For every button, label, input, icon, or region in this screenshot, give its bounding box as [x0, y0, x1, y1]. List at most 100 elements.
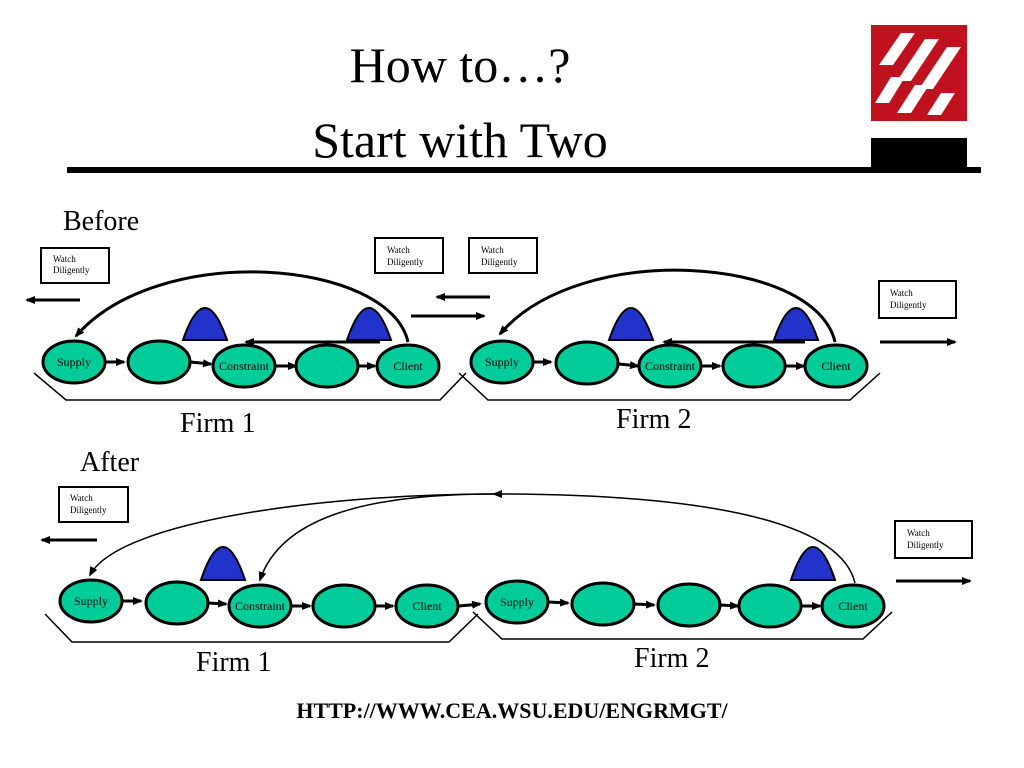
svg-text:Watch: Watch [70, 493, 93, 503]
process-node: Supply [469, 339, 535, 385]
watch-text-line-2: Diligently [53, 265, 90, 275]
after-firm1-brace [44, 613, 479, 643]
svg-text:Diligently: Diligently [481, 257, 518, 267]
process-node [311, 583, 377, 629]
process-node [294, 343, 360, 389]
after-firm1-label: Firm 1 [196, 647, 272, 678]
process-node-label: Client [412, 599, 442, 613]
before-firm2-label: Firm 2 [616, 404, 692, 435]
after-firm2-brace [472, 611, 893, 640]
process-node-label: Supply [74, 594, 108, 608]
process-node-shape [721, 343, 787, 389]
after-buffer-1 [199, 546, 247, 581]
before-firm2-brace [458, 372, 881, 401]
before-buffer-1 [181, 307, 229, 341]
process-node [554, 340, 620, 386]
svg-text:Diligently: Diligently [387, 257, 424, 267]
process-node: Constraint [637, 343, 703, 389]
after-firm2-label: Firm 2 [634, 643, 710, 674]
watch-text-line-1: Watch [53, 254, 76, 264]
process-node [721, 343, 787, 389]
before-firm1-loop [74, 270, 410, 343]
process-node-shape [41, 339, 107, 385]
footer-url: HTTP://WWW.CEA.WSU.EDU/ENGRMGT/ [296, 698, 728, 723]
after-loop-main [492, 490, 856, 584]
process-node-label: Constraint [219, 359, 270, 373]
process-node-shape [394, 583, 460, 629]
process-node [656, 582, 722, 628]
title-underline [67, 167, 981, 173]
process-node: Supply [484, 579, 550, 625]
process-node-label: Constraint [235, 599, 286, 613]
process-node-shape [469, 339, 535, 385]
process-node-shape [311, 583, 377, 629]
process-node-shape [227, 583, 293, 629]
svg-text:Watch: Watch [907, 528, 930, 538]
process-node-shape [484, 579, 550, 625]
process-node-shape [820, 583, 886, 629]
process-node: Client [803, 343, 869, 389]
after-watch-box-1: Watch Diligently [58, 486, 129, 523]
before-buffer-2 [345, 307, 393, 341]
process-node-label: Client [838, 599, 868, 613]
process-node-label: Client [821, 359, 851, 373]
before-buffer-4 [772, 307, 820, 341]
svg-text:Watch: Watch [481, 245, 504, 255]
svg-text:Watch: Watch [387, 245, 410, 255]
process-node-shape [570, 581, 636, 627]
process-node-shape [737, 583, 803, 629]
process-node-shape [126, 339, 192, 385]
process-node-shape [375, 343, 441, 389]
process-node [144, 580, 210, 626]
before-firm2-nodes: Supply Constraint Client [469, 339, 869, 389]
after-loop-to-constraint [258, 493, 495, 582]
process-node: Supply [58, 578, 124, 624]
process-node [737, 583, 803, 629]
after-label: After [80, 447, 140, 478]
process-node: Client [394, 583, 460, 629]
process-node [570, 581, 636, 627]
after-buffer-2 [789, 546, 837, 581]
process-node-shape [58, 578, 124, 624]
process-node: Client [375, 343, 441, 389]
process-node-shape [656, 582, 722, 628]
process-node-shape [554, 340, 620, 386]
process-node-label: Supply [500, 595, 534, 609]
before-firm1-nodes: Supply Constraint Client [41, 339, 441, 389]
after-firm2-nodes: Supply Client [484, 579, 886, 629]
after-watch-box-2: Watch Diligently [894, 520, 973, 559]
process-node-label: Client [393, 359, 423, 373]
title-line-1: How to…? [349, 37, 571, 93]
process-node: Client [820, 583, 886, 629]
svg-text:Diligently: Diligently [907, 540, 944, 550]
svg-text:Diligently: Diligently [70, 505, 107, 515]
before-firm1-brace [33, 372, 467, 401]
svg-text:Watch: Watch [890, 288, 913, 298]
before-watch-box-4: Watch Diligently [878, 280, 957, 319]
process-node [126, 339, 192, 385]
process-node: Constraint [211, 343, 277, 389]
before-firm2-loop [498, 268, 837, 343]
before-watch-box-1: Watch Diligently [40, 247, 110, 284]
process-node-label: Supply [57, 355, 91, 369]
before-firm1-label: Firm 1 [180, 408, 256, 439]
before-label: Before [63, 206, 140, 237]
before-watch-box-3: Watch Diligently [468, 237, 538, 274]
process-node: Constraint [227, 583, 293, 629]
logo-bar [871, 138, 967, 168]
title-line-2: Start with Two [312, 112, 608, 168]
before-buffer-3 [607, 307, 655, 341]
process-node: Supply [41, 339, 107, 385]
svg-text:Diligently: Diligently [890, 300, 927, 310]
before-watch-box-2: Watch Diligently [374, 237, 444, 274]
process-node-shape [144, 580, 210, 626]
after-loop-to-supply [89, 493, 495, 577]
process-node-shape [211, 343, 277, 389]
process-node-shape [637, 343, 703, 389]
process-node-label: Constraint [645, 359, 696, 373]
process-node-shape [803, 343, 869, 389]
process-node-shape [294, 343, 360, 389]
after-firm1-nodes: Supply Constraint Client [58, 578, 460, 629]
process-node-label: Supply [485, 355, 519, 369]
